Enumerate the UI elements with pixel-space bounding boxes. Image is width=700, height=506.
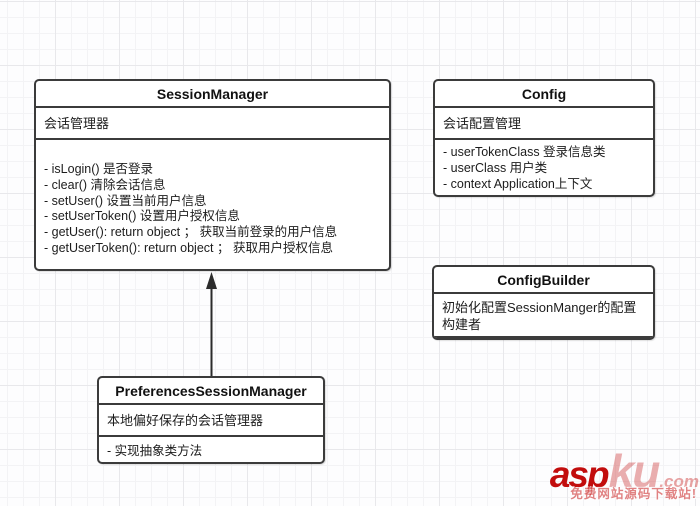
member-item: - userTokenClass 登录信息类 [443,145,606,159]
member-item: - getUserToken(): return object ； 获取用户授权… [44,240,333,255]
watermark-brand-secondary: ku [608,444,661,497]
class-title: ConfigBuilder [434,267,653,294]
class-members: - isLogin() 是否登录 - clear() 清除会话信息 - setU… [36,140,389,269]
class-title: SessionManager [36,81,389,108]
class-box-config[interactable]: Config 会话配置管理 - userTokenClass 登录信息类 - u… [433,79,655,197]
class-description: 本地偏好保存的会话管理器 [99,405,323,437]
class-box-config-builder[interactable]: ConfigBuilder 初始化配置SessionManger的配置构建者 [432,265,655,340]
member-item: - 实现抽象类方法 [107,444,203,458]
member-item: - clear() 清除会话信息 [44,177,166,192]
class-members: - 实现抽象类方法 [99,437,323,462]
member-item: - context Application上下文 [443,176,593,191]
inheritance-arrow[interactable] [203,271,220,377]
class-description: 会话配置管理 [435,108,653,140]
class-title: Config [435,81,653,108]
watermark-brand-tld: .com [659,471,699,491]
class-box-preferences-session-manager[interactable]: PreferencesSessionManager 本地偏好保存的会话管理器 -… [97,376,325,464]
member-item: - setUser() 设置当前用户信息 [44,193,207,208]
member-item: - getUser(): return object ； 获取当前登录的用户信息 [44,225,338,240]
member-item: - setUserToken() 设置用户授权信息 [44,209,240,224]
class-title: PreferencesSessionManager [99,378,323,405]
class-box-session-manager[interactable]: SessionManager 会话管理器 - isLogin() 是否登录 - … [34,79,391,271]
class-members: - userTokenClass 登录信息类 - userClass 用户类 -… [435,140,653,195]
watermark-brand-primary: asp [549,453,610,495]
class-description: 初始化配置SessionManger的配置构建者 [442,300,637,332]
member-item: - isLogin() 是否登录 [44,162,154,176]
member-item: - userClass 用户类 [443,160,548,175]
class-description: 会话管理器 [36,108,389,140]
empty-compartment [434,336,653,338]
watermark-tagline: 免费网站源码下载站! [570,486,697,501]
